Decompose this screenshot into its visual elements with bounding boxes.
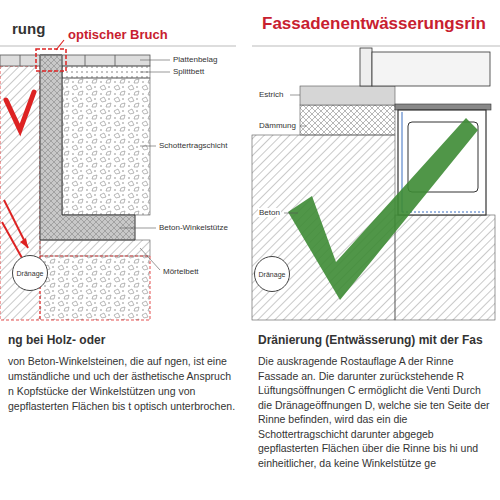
part-label: Splittbett xyxy=(172,67,205,76)
pipe-label: Dränage xyxy=(17,270,44,277)
body-text: Die auskragende Rostauflage A der Rinne … xyxy=(258,354,496,470)
part-label: Beton xyxy=(258,208,281,217)
section-heading: Dränierung (Entwässerung) mit der Fas xyxy=(258,334,496,348)
callout-label: optischer Bruch xyxy=(68,28,168,43)
pipe-label: Dränage xyxy=(259,271,286,278)
part-label: Plattenbelag xyxy=(172,55,218,64)
part-label: Estrich xyxy=(258,90,284,99)
body-text: von Beton-Winkelsteinen, die auf ngen, i… xyxy=(8,354,236,414)
section-heading: ng bei Holz- oder xyxy=(8,334,234,348)
drain-pipe: Dränage xyxy=(12,255,48,291)
part-label: Beton-Winkelstütze xyxy=(158,223,229,232)
panel-title: Fassadenentwässerungsrin xyxy=(262,14,486,34)
panel-heading: rung xyxy=(12,20,45,37)
part-label: Dämmung xyxy=(258,121,297,130)
part-label: Schottertragschicht xyxy=(158,141,228,150)
part-label: Mörtelbett xyxy=(162,267,200,276)
drain-pipe: Dränage xyxy=(254,256,290,292)
